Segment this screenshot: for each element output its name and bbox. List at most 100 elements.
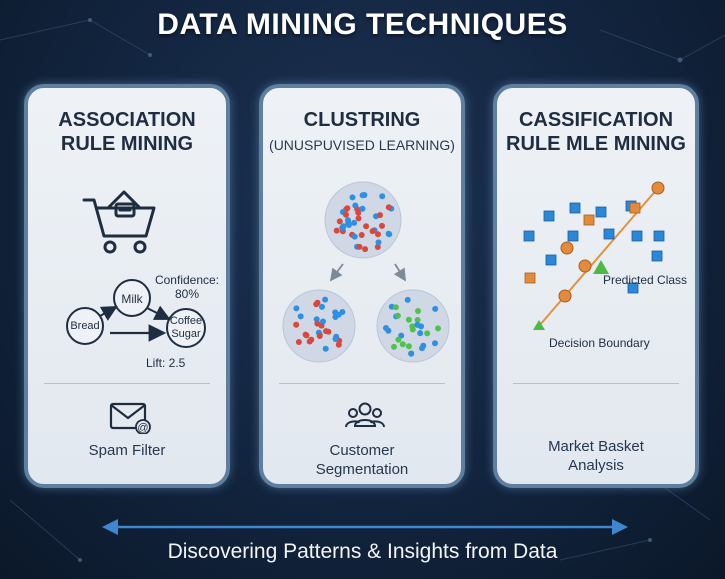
- card-divider: [513, 383, 679, 384]
- cluster-dot: [435, 325, 441, 332]
- clustering-card: CLUSTRING (UNUSPUVISED LEARNING) Custome…: [259, 84, 465, 488]
- cluster-dot: [408, 350, 415, 357]
- cluster-dot: [362, 246, 369, 253]
- cluster-halo: [324, 181, 402, 259]
- footer-double-arrow: [102, 519, 628, 535]
- cluster-dot: [333, 227, 340, 234]
- shopping-cart-icon: [82, 190, 156, 254]
- cluster-dot: [314, 320, 321, 327]
- cluster-dot: [409, 323, 416, 330]
- predicted-class-triangle: [593, 260, 609, 274]
- cluster-dot: [375, 239, 382, 246]
- cluster-dot: [419, 345, 425, 352]
- cluster-dot: [363, 223, 370, 230]
- cluster-dot: [385, 327, 392, 334]
- cluster-dot: [414, 321, 421, 328]
- class-circle: [560, 241, 574, 255]
- use-case-line1: Customer: [329, 442, 395, 459]
- node-sugar-label: Sugar: [171, 328, 201, 340]
- node-milk-label: Milk: [121, 292, 143, 306]
- card-divider: [279, 383, 445, 384]
- cluster-dot: [417, 330, 424, 337]
- users-group-icon: [345, 402, 385, 428]
- cluster-dot: [340, 223, 347, 230]
- node-coffee-sugar: [166, 308, 206, 348]
- use-case-line2: Segmentation: [315, 461, 409, 478]
- card-divider: [44, 383, 210, 384]
- class-circle: [651, 181, 665, 195]
- class-square: [569, 202, 581, 214]
- cluster-dot: [345, 219, 352, 226]
- cluster-dot: [297, 313, 304, 320]
- cluster-dot: [313, 316, 320, 323]
- card-title-line1: CASSIFICATION: [518, 109, 674, 131]
- decision-boundary-label: Decision Boundary: [549, 336, 650, 350]
- cluster-dot: [295, 339, 302, 345]
- cluster-dot: [395, 336, 402, 343]
- cluster-dot: [293, 305, 300, 312]
- cluster-dot: [359, 192, 366, 199]
- class-square: [603, 228, 615, 240]
- cluster-dot: [432, 340, 438, 347]
- envelope-at-icon: @: [109, 402, 151, 434]
- cluster-dot: [358, 232, 365, 238]
- cluster-dot: [405, 316, 412, 323]
- cluster-dot: [332, 336, 339, 342]
- confidence-label: Confidence:: [154, 273, 220, 287]
- cluster-dot: [359, 205, 366, 212]
- class-square: [651, 250, 663, 262]
- node-coffee-label: Coffee: [169, 315, 203, 327]
- cluster-dot: [349, 194, 356, 201]
- class-square: [653, 230, 665, 242]
- class-square: [595, 206, 607, 218]
- cluster-dot: [319, 303, 325, 310]
- cluster-dot: [306, 338, 313, 345]
- cluster-dot: [391, 343, 397, 350]
- class-square: [523, 230, 535, 242]
- cluster-dot: [386, 231, 393, 238]
- card-title-line2: RULE MINING: [60, 133, 194, 155]
- use-case-line2: Analysis: [568, 457, 624, 474]
- cluster-dot: [377, 212, 383, 219]
- class-circle: [578, 259, 592, 273]
- predicted-class-label: Predicted Class: [603, 273, 688, 287]
- cluster-dot: [314, 299, 321, 306]
- class-square-orange: [583, 214, 595, 226]
- cluster-dot: [424, 330, 431, 337]
- page-title: DATA MINING TECHNIQUES: [157, 8, 568, 41]
- card-subtitle: (UNUSPUVISED LEARNING): [269, 137, 455, 153]
- cluster-dot: [379, 222, 385, 229]
- class-square: [543, 210, 555, 222]
- lift-value: Lift: 2.5: [146, 356, 186, 370]
- cluster-dot: [355, 215, 362, 222]
- use-case-spam-filter: Spam Filter: [88, 442, 166, 459]
- cluster-dot: [351, 219, 358, 226]
- cluster-dot: [293, 321, 300, 328]
- card-title-line2: RULE MLE MINING: [506, 133, 686, 155]
- cluster-dot: [405, 343, 412, 350]
- cluster-dot: [432, 305, 439, 312]
- cluster-dot: [414, 317, 421, 323]
- confidence-value: 80%: [174, 287, 200, 301]
- cluster-dot: [374, 244, 381, 250]
- cluster-dot: [415, 308, 421, 314]
- cluster-dot: [322, 296, 329, 303]
- use-case-line1: Market Basket: [548, 438, 644, 455]
- class-square: [631, 230, 643, 242]
- cluster-dot: [352, 202, 359, 209]
- cluster-dot: [344, 205, 351, 212]
- class-square: [567, 230, 579, 242]
- cluster-dot: [379, 193, 386, 200]
- association-diagram: [66, 279, 206, 348]
- svg-text:@: @: [137, 422, 148, 434]
- node-bread: [66, 307, 104, 345]
- classification-card: CASSIFICATION RULE MLE MINING Predicted …: [493, 84, 699, 488]
- node-bread-label: Bread: [70, 320, 100, 332]
- class-circle: [558, 289, 572, 303]
- node-milk: [113, 279, 151, 317]
- cluster-dot: [399, 341, 406, 348]
- cluster-dot: [375, 231, 381, 238]
- cluster-dot: [394, 312, 401, 319]
- footer-caption: Discovering Patterns & Insights from Dat…: [167, 540, 558, 563]
- cluster-dot: [322, 345, 329, 352]
